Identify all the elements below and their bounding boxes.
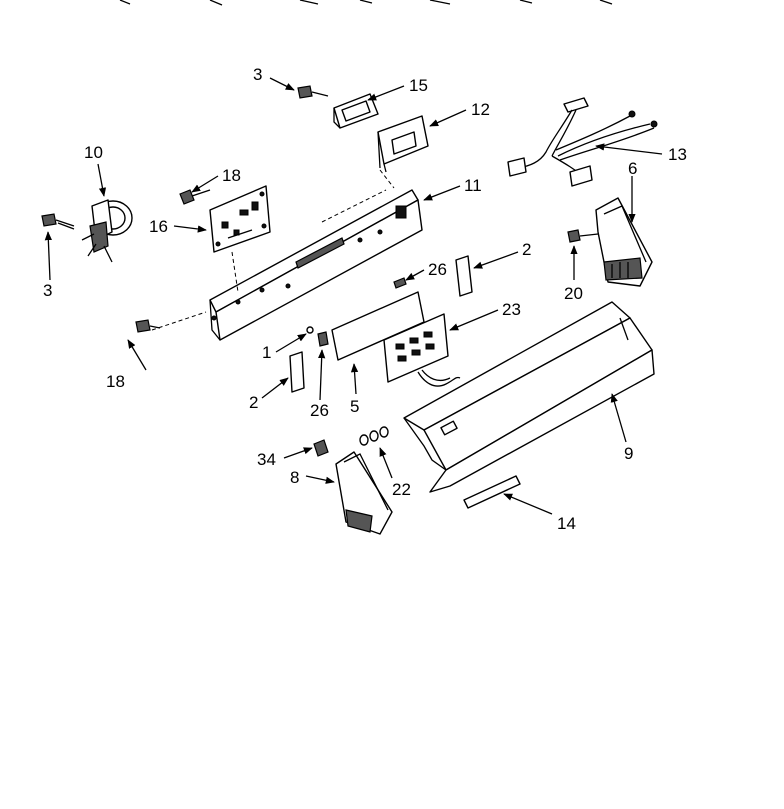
callout-20: 20 bbox=[564, 284, 583, 303]
part-20-screw bbox=[567, 229, 599, 243]
part-12-bracket bbox=[377, 115, 429, 173]
part-16-circuit-board bbox=[209, 185, 271, 253]
part-26-clip-left bbox=[317, 331, 329, 347]
leader-lines bbox=[44, 77, 663, 515]
callout-5: 5 bbox=[350, 397, 359, 416]
callout-34: 34 bbox=[257, 450, 276, 469]
part-11-control-bracket bbox=[209, 189, 423, 341]
part-14-trim-strip bbox=[463, 475, 521, 509]
callout-22: 22 bbox=[392, 480, 411, 499]
callout-2-right: 2 bbox=[522, 240, 531, 259]
part-26-clip-right bbox=[393, 277, 407, 289]
callout-12: 12 bbox=[471, 100, 490, 119]
callout-labels: 3 15 12 10 18 16 3 11 13 6 2 26 20 23 1 … bbox=[43, 65, 687, 533]
part-13-wire-harness bbox=[507, 97, 658, 187]
part-3-screw-top bbox=[297, 85, 329, 99]
callout-2-left: 2 bbox=[249, 393, 258, 412]
part-9-console bbox=[403, 301, 655, 493]
callout-1: 1 bbox=[262, 343, 271, 362]
part-1-clip bbox=[306, 326, 314, 334]
callout-10: 10 bbox=[84, 143, 103, 162]
callout-13: 13 bbox=[668, 145, 687, 164]
callout-9: 9 bbox=[624, 444, 633, 463]
callout-11: 11 bbox=[464, 176, 482, 195]
part-15-switch bbox=[333, 93, 379, 129]
callout-23: 23 bbox=[502, 300, 521, 319]
part-34-clip bbox=[313, 439, 329, 457]
callout-8: 8 bbox=[290, 468, 299, 487]
part-22-knobs bbox=[359, 426, 389, 446]
callout-26-left: 26 bbox=[310, 401, 329, 420]
part-18-screw-top bbox=[179, 189, 211, 205]
cropped-top-edge bbox=[119, 0, 613, 6]
assembly-lines bbox=[151, 169, 395, 331]
part-6-end-cap-right bbox=[595, 197, 653, 287]
part-23-keypad bbox=[383, 313, 461, 387]
callout-26-right: 26 bbox=[428, 260, 447, 279]
callout-18-left: 18 bbox=[106, 372, 125, 391]
callout-6: 6 bbox=[628, 159, 637, 178]
callout-16: 16 bbox=[149, 217, 168, 236]
part-2-label-left bbox=[289, 351, 305, 393]
part-3-screw-left bbox=[41, 213, 75, 230]
callout-3-top: 3 bbox=[253, 65, 262, 84]
callout-15: 15 bbox=[409, 76, 428, 95]
part-8-end-cap-left bbox=[335, 451, 393, 535]
callout-14: 14 bbox=[557, 514, 576, 533]
callout-18-top: 18 bbox=[222, 166, 241, 185]
callout-3-left: 3 bbox=[43, 281, 52, 300]
part-2-label-right bbox=[455, 255, 473, 297]
part-10-motor bbox=[81, 199, 133, 263]
part-18-screw-left bbox=[135, 319, 161, 333]
